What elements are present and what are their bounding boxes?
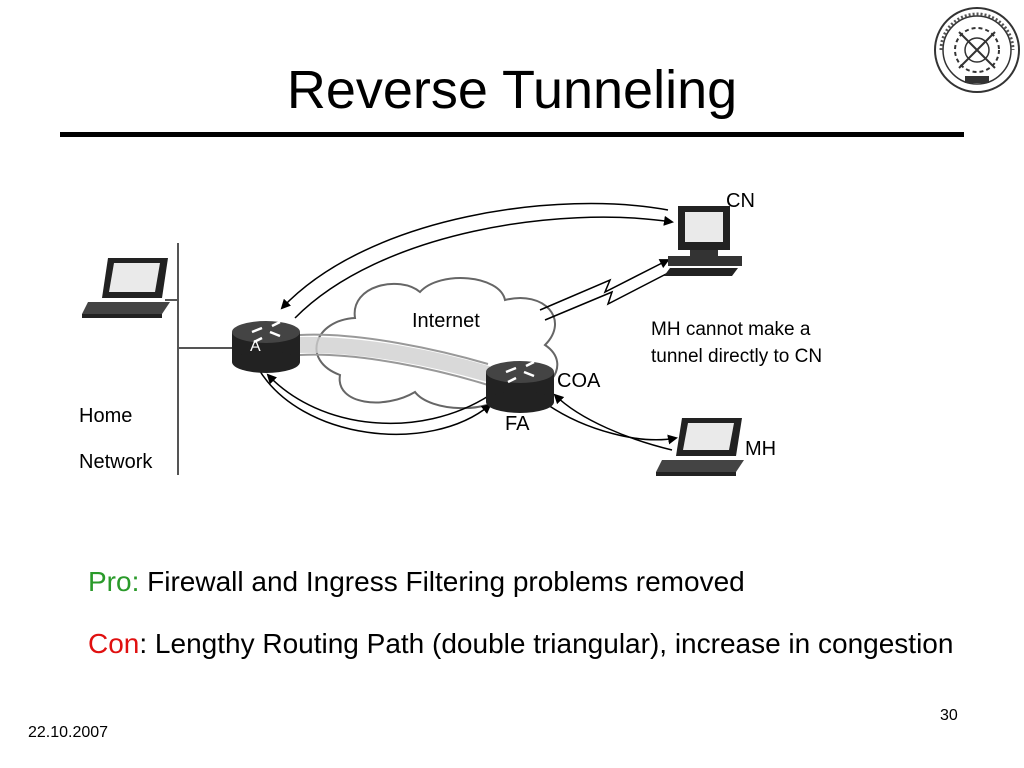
pro-text: Firewall and Ingress Filtering problems … <box>139 566 745 597</box>
page-number: 30 <box>940 707 958 724</box>
note-line-1: MH cannot make a <box>651 319 811 340</box>
institute-seal-logo <box>934 7 1020 93</box>
slide-title: Reverse Tunneling <box>286 60 738 120</box>
mh-laptop-icon <box>656 418 744 476</box>
reverse-tunnel <box>289 333 491 386</box>
blocked-direct-path <box>539 259 670 311</box>
foreign-agent-router-icon <box>486 360 554 413</box>
slide-date: 22.10.2007 <box>28 724 109 741</box>
con-keyword: Con <box>88 628 140 659</box>
home-agent-router-icon <box>232 320 300 373</box>
home-network-line-1: Home <box>79 405 133 427</box>
title-underline <box>60 132 964 137</box>
con-point: Con: Lengthy Routing Path (double triang… <box>88 624 988 664</box>
pro-keyword: Pro: <box>88 566 140 597</box>
coa-label: COA <box>557 370 601 392</box>
mh-label: MH <box>745 438 777 460</box>
fa-label: FA <box>505 413 530 435</box>
home-network-line-2: Network <box>79 451 153 473</box>
home-laptop-icon <box>82 258 170 318</box>
note-line-2: tunnel directly to CN <box>651 346 823 367</box>
arrow-ha-to-cn <box>294 215 674 319</box>
pro-point: Pro: Firewall and Ingress Filtering prob… <box>88 562 988 602</box>
arrow-ha-to-fa <box>257 367 492 436</box>
arrow-fa-to-ha <box>266 373 491 425</box>
arrow-mh-to-fa <box>553 393 673 451</box>
internet-label: Internet <box>412 310 480 332</box>
arrow-cn-to-ha <box>280 202 669 310</box>
con-text: : Lengthy Routing Path (double triangula… <box>139 628 954 659</box>
home-network-label: Home Network <box>79 393 152 485</box>
diagram-note: MH cannot make a tunnel directly to CN <box>651 316 822 370</box>
cn-computer-icon <box>664 206 742 276</box>
reverse-tunneling-diagram <box>82 202 744 476</box>
arrow-fa-to-mh <box>547 404 678 445</box>
cn-label: CN <box>726 190 755 212</box>
ha-label: A <box>250 338 261 355</box>
